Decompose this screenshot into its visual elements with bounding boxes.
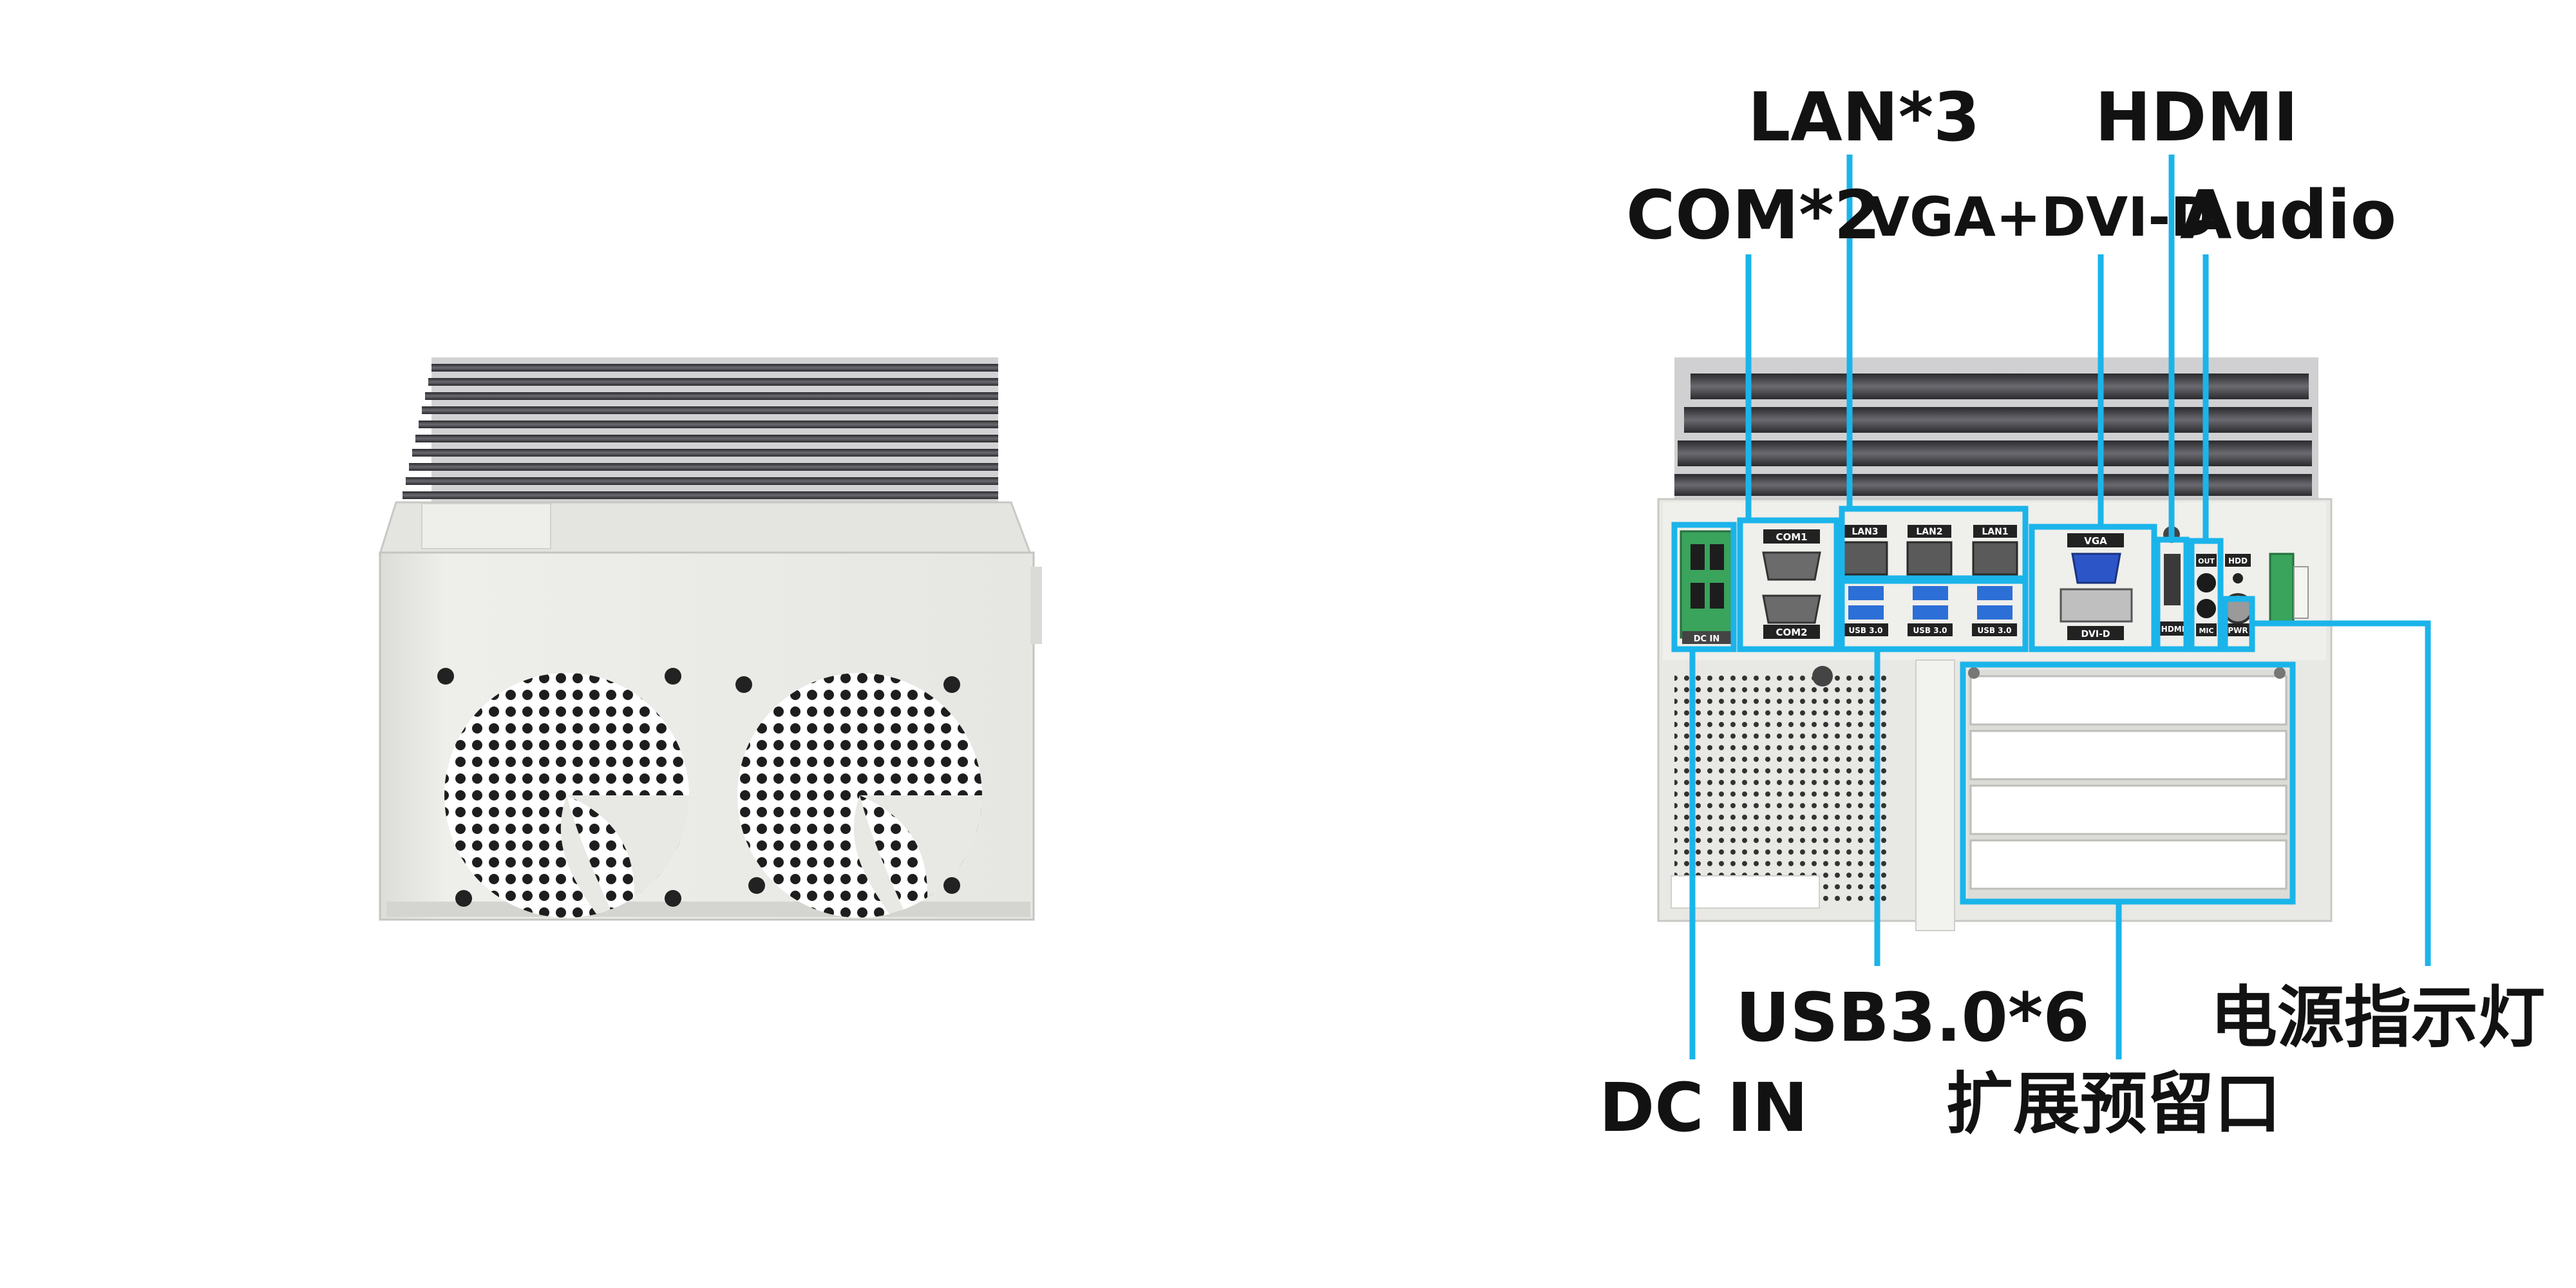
rear-view-unit: DC IN COM1 COM2 LAN3 LAN2 LAN1 xyxy=(1657,357,2333,931)
label-com: COM*2 xyxy=(1626,176,1880,254)
vga-tag: VGA xyxy=(2084,535,2107,547)
dvi-tag: DVI-D xyxy=(2081,629,2110,639)
out-tag: OUT xyxy=(2198,557,2215,565)
com-ports: COM1 COM2 xyxy=(1762,529,1821,639)
usb-tag-2: USB 3.0 xyxy=(1913,626,1947,635)
label-audio: Audio xyxy=(2180,176,2397,254)
audio-ports: OUT MIC xyxy=(2196,554,2217,636)
side-view-unit xyxy=(378,357,1042,921)
label-expansion: 扩展预留口 xyxy=(1946,1065,2282,1143)
callouts xyxy=(1671,155,2431,1059)
hdmi-tag: HDMI xyxy=(2161,625,2184,634)
callout-expansion xyxy=(1960,661,2296,905)
callout-dc-in xyxy=(1671,522,1737,652)
hdd-tag: HDD xyxy=(2228,556,2248,565)
callout-vga-dvi xyxy=(2029,524,2157,652)
usb-ports: USB 3.0 USB 3.0 USB 3.0 xyxy=(1843,586,2017,636)
com2-tag: COM2 xyxy=(1776,627,1807,638)
dc-in-tag: DC IN xyxy=(1694,634,1720,644)
label-vga-dvi: VGA+DVI-D xyxy=(1868,185,2215,249)
label-hdmi: HDMI xyxy=(2095,78,2298,156)
usb-tag-1: USB 3.0 xyxy=(1849,626,1883,635)
usb-tag-3: USB 3.0 xyxy=(1978,626,2012,635)
video-ports: VGA DVI-D xyxy=(2060,533,2133,640)
dc-in-connector: DC IN xyxy=(1680,530,1734,644)
label-dc-in: DC IN xyxy=(1599,1068,1808,1147)
expansion-slots xyxy=(1967,667,2289,902)
pwr-tag: PWR xyxy=(2228,626,2248,635)
lan1-tag: LAN1 xyxy=(1982,527,2008,537)
lan2-tag: LAN2 xyxy=(1916,527,1942,537)
heatsink-fins xyxy=(402,364,998,499)
com1-tag: COM1 xyxy=(1776,531,1807,543)
mic-tag: MIC xyxy=(2199,627,2213,635)
label-power-led: 电源指示灯 xyxy=(2210,978,2546,1057)
label-usb: USB3.0*6 xyxy=(1736,978,2090,1057)
label-lan: LAN*3 xyxy=(1748,78,1980,156)
callout-com xyxy=(1737,517,1840,652)
side-terminal xyxy=(2269,553,2295,626)
lan-ports: LAN3 LAN2 LAN1 xyxy=(1842,525,2018,576)
lan3-tag: LAN3 xyxy=(1852,527,1878,537)
callout-usb xyxy=(1839,578,2029,652)
